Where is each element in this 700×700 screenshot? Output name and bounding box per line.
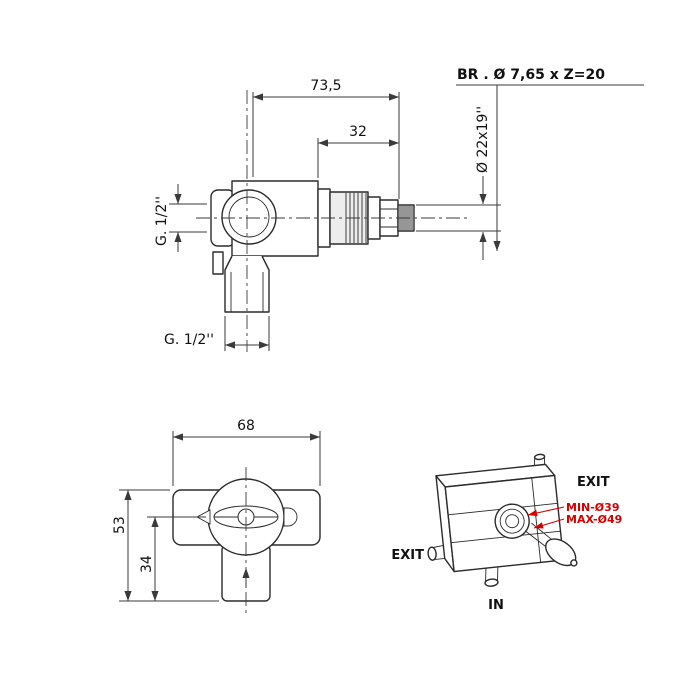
front-view: 68 53 34: [112, 418, 321, 614]
dim-53-label: 53: [112, 516, 128, 534]
right-d-icon: [283, 507, 298, 527]
dim-plate-width: 68: [172, 418, 321, 486]
trim-plate: [172, 478, 321, 602]
depth-annotations: MIN-Ø39 MAX-Ø49: [527, 501, 622, 529]
cartridge-and-cap: [494, 503, 578, 567]
dim-34-label: 34: [139, 555, 155, 573]
dim-left-thread: G. 1/2'': [154, 184, 207, 252]
exit-top-stub: [533, 453, 546, 466]
dim-lower-height: 34: [139, 516, 206, 601]
side-view: 73,5 32 BR . Ø 7,65 x Z=20 Ø 22x19'': [154, 67, 644, 352]
thread-size-left-label: G. 1/2'': [154, 196, 170, 246]
inlet-stub: [484, 566, 499, 587]
dim-73-5-label: 73,5: [310, 78, 341, 94]
exit-left-label: EXIT: [391, 548, 424, 563]
min-depth-label: MIN-Ø39: [566, 501, 619, 514]
dim-68-label: 68: [237, 418, 255, 434]
dim-total-height: 53: [112, 489, 219, 602]
in-label: IN: [488, 598, 504, 613]
spline-spec-label: BR . Ø 7,65 x Z=20: [457, 67, 605, 83]
valve-cartridge: [317, 188, 415, 248]
installation-view: MIN-Ø39 MAX-Ø49 EXIT EXIT IN: [391, 453, 622, 613]
max-depth-label: MAX-Ø49: [566, 513, 622, 526]
thread-size-bottom-label: G. 1/2'': [164, 332, 214, 348]
dim-total-width: 73,5: [252, 78, 400, 199]
dim-stem-diameter: Ø 22x19'': [416, 106, 501, 260]
dim-cartridge-width: 32: [317, 124, 399, 178]
stem-diameter-label: Ø 22x19'': [475, 106, 491, 173]
side-port-circle: [221, 189, 277, 245]
exit-top-label: EXIT: [577, 475, 610, 490]
dim-32-label: 32: [349, 124, 367, 140]
exit-left-stub: [427, 545, 445, 561]
mounting-box: [427, 453, 578, 587]
spline-spec-callout: BR . Ø 7,65 x Z=20: [456, 67, 644, 251]
valve-body: [210, 180, 319, 313]
dim-bottom-thread: G. 1/2'': [164, 316, 270, 351]
